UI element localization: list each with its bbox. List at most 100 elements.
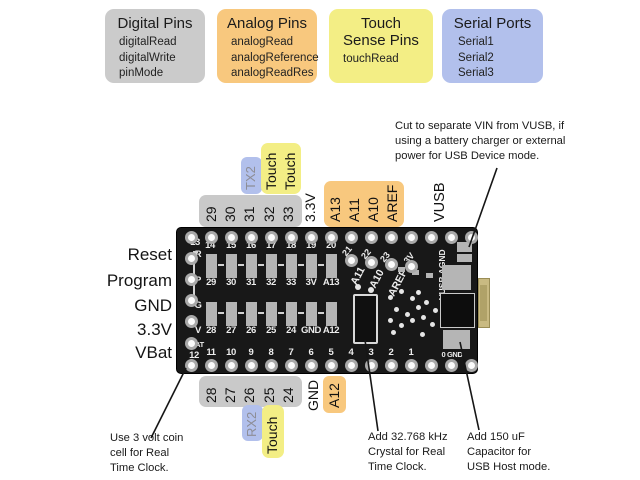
via	[368, 287, 374, 293]
pin-hole	[264, 358, 278, 372]
note-line: power for USB Device mode.	[395, 150, 540, 163]
pin-hole	[464, 358, 478, 372]
jumper-dash	[278, 312, 284, 314]
pin-hole	[324, 230, 338, 244]
legend-analog-item: analogRead	[231, 36, 294, 48]
pin-hole	[184, 358, 198, 372]
silk-bottom-11: 11	[206, 347, 216, 358]
silk-top-14: 14	[205, 240, 215, 251]
usb-connector-inner	[480, 285, 487, 321]
pin-hole	[244, 230, 258, 244]
via	[409, 317, 415, 323]
legend-serial-ports: Serial Ports Serial1 Serial2 Serial3	[442, 9, 543, 83]
jumper-dash	[238, 312, 244, 314]
silk-pad1-30: 30	[226, 277, 236, 288]
silk-bottom-8: 8	[268, 347, 274, 358]
legend-analog-item: analogReadRes	[231, 67, 314, 79]
bottom-pin-label-28: 28	[203, 387, 219, 403]
bottom-pin-label-gnd: GND	[305, 379, 321, 411]
top-tx2-band	[241, 157, 262, 194]
silk-0gnd: 0 GND	[441, 350, 463, 359]
silk-pad2-A12: A12	[322, 325, 340, 336]
callout-line-coin	[150, 367, 187, 439]
smd-pad-row1	[305, 254, 317, 278]
via	[432, 307, 438, 313]
legend-serial-item: Serial3	[458, 67, 494, 79]
note-line: using a battery charger or external	[395, 135, 566, 148]
smd-pad-row1	[225, 254, 237, 278]
top-pin-label-a10: A10	[365, 197, 381, 222]
silk-top-19: 19	[306, 240, 316, 251]
legend-serial-item: Serial2	[458, 51, 494, 64]
left-label-gnd: GND	[134, 296, 172, 315]
left-label-vbat: VBat	[135, 343, 172, 362]
via	[355, 284, 361, 290]
smd-pad-row1	[205, 254, 217, 278]
silk-pad1-31: 31	[246, 277, 256, 288]
jumper-dash	[218, 264, 224, 266]
pin-hole	[304, 230, 318, 244]
silk-bottom-7: 7	[288, 347, 294, 358]
smd-pad-row1	[265, 254, 277, 278]
via	[429, 321, 435, 327]
top-pin-label-32: 32	[261, 206, 277, 222]
pin-hole	[384, 358, 398, 372]
silk-top-20: 20	[326, 240, 336, 251]
pin-hole	[464, 230, 478, 244]
pin-hole	[404, 230, 418, 244]
via	[387, 317, 393, 323]
pin-hole	[184, 272, 198, 286]
bottom-pin-label-24: 24	[280, 387, 296, 403]
silk-left-R: R	[194, 249, 202, 260]
bottom-pin-label-27: 27	[222, 387, 238, 403]
silk-pad1-3V: 3V	[305, 277, 317, 288]
pin-hole	[184, 251, 198, 265]
top-pin-label-tx2: TX2	[243, 166, 258, 190]
silk-pad2-GND: GND	[301, 325, 321, 336]
legend-digital-pins: Digital Pins digitalRead digitalWrite pi…	[105, 9, 205, 83]
top-pin-label-vusb: VUSB	[432, 182, 448, 223]
mini-pad	[426, 273, 433, 278]
via	[415, 304, 421, 310]
legend-digital-title: Digital Pins	[117, 15, 193, 32]
top-pin-label-a11: A11	[346, 198, 362, 222]
top-touch-band	[261, 143, 301, 194]
pin-hole	[264, 230, 278, 244]
legend-digital-item: digitalWrite	[119, 51, 176, 64]
silk-left-P: P	[195, 275, 201, 286]
bottom-touch-band	[262, 405, 284, 458]
via	[419, 331, 425, 337]
via	[420, 314, 426, 320]
silk-pad1-A13: A13	[322, 277, 340, 288]
silk-bottom-3: 3	[368, 347, 374, 358]
jumper-dash	[298, 264, 304, 266]
bottom-digital-band	[199, 376, 302, 407]
via	[415, 289, 421, 295]
legend-touch-item: touchRead	[343, 53, 399, 65]
silk-left-V: V	[195, 325, 201, 336]
pin-hole	[224, 230, 238, 244]
via	[409, 295, 415, 301]
left-label-33v: 3.3V	[137, 320, 172, 339]
smd-pad-row2	[205, 302, 217, 326]
jumper-dash	[258, 312, 264, 314]
via	[398, 288, 404, 294]
silk-bottom-6: 6	[308, 347, 314, 358]
mini-pad	[398, 267, 405, 272]
note-line: Add 32.768 kHz	[368, 431, 448, 443]
top-pin-label-30: 30	[222, 206, 238, 222]
note-line: Cut to separate VIN from VUSB, if	[395, 120, 565, 132]
silk-pad1-29: 29	[206, 277, 216, 288]
silk-bottom-5: 5	[328, 347, 334, 358]
mini-pad	[412, 270, 419, 275]
note-line: Capacitor for	[467, 446, 532, 459]
silk-pad2-25: 25	[266, 325, 276, 336]
note-cut-vusb: Cut to separate VIN from VUSB, if using …	[395, 119, 565, 165]
silk-diag-AREF: AREF	[385, 267, 411, 299]
via	[398, 322, 404, 328]
pin-hole	[284, 358, 298, 372]
via	[393, 306, 399, 312]
note-line: Time Clock.	[110, 462, 169, 475]
usb-connector-shadow	[440, 293, 475, 328]
silk-top-18: 18	[286, 240, 296, 251]
